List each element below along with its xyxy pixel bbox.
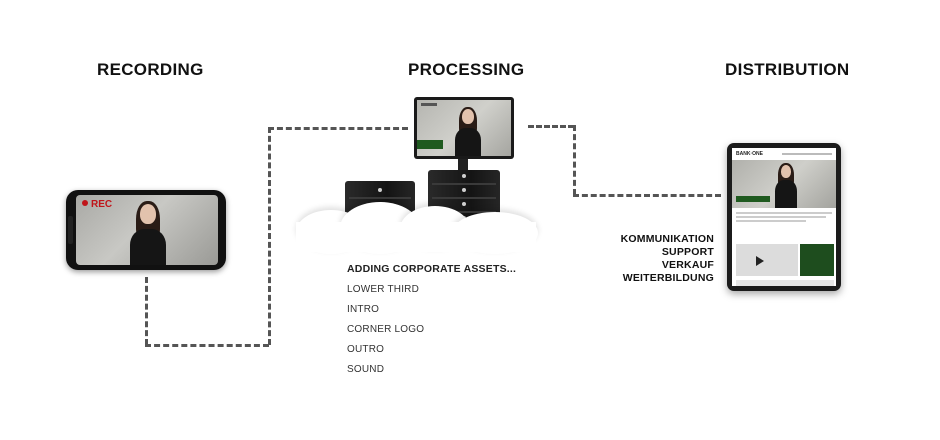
channel-item: KOMMUNIKATION <box>620 233 714 245</box>
asset-item: LOWER THIRD <box>347 284 420 295</box>
heading-recording: RECORDING <box>97 60 204 79</box>
corporate-assets-list: ADDING CORPORATE ASSETS... LOWER THIRD I… <box>347 263 516 383</box>
asset-item: CORNER LOGO <box>347 324 425 335</box>
tablet-device: BANK·ONE <box>727 143 841 291</box>
smartphone-recording: REC <box>66 190 226 270</box>
monitor-stand <box>458 159 468 173</box>
corner-logo-mark <box>421 103 437 106</box>
asset-item: SOUND <box>347 364 385 375</box>
lower-third-bar <box>417 140 443 149</box>
phone-notch <box>68 216 73 244</box>
monitor-preview <box>414 97 514 159</box>
channel-item: SUPPORT <box>661 246 714 258</box>
play-icon <box>756 256 764 266</box>
monitor-screen <box>417 100 511 156</box>
tablet-green-panel <box>800 244 834 276</box>
record-dot-icon <box>82 200 88 206</box>
heading-distribution: DISTRIBUTION <box>725 60 850 79</box>
phone-screen: REC <box>76 195 218 265</box>
rec-indicator: REC <box>82 199 112 210</box>
assets-list-title: ADDING CORPORATE ASSETS... <box>347 263 517 275</box>
channel-item: WEITERBILDUNG <box>622 272 714 284</box>
tablet-screen: BANK·ONE <box>732 148 836 286</box>
presenter-figure <box>128 199 168 265</box>
asset-item: INTRO <box>347 304 380 315</box>
asset-item: OUTRO <box>347 344 385 355</box>
tablet-video-thumb <box>736 244 798 276</box>
presenter-figure-monitor <box>454 106 482 156</box>
distribution-channels: KOMMUNIKATION SUPPORT VERKAUF WEITERBILD… <box>621 233 714 285</box>
tablet-nav-bar <box>782 153 832 155</box>
tablet-brand-logo: BANK·ONE <box>736 151 763 157</box>
channel-item: VERKAUF <box>661 259 714 271</box>
tablet-video-hero <box>732 160 836 208</box>
heading-processing: PROCESSING <box>408 60 525 79</box>
tablet-footer-row <box>736 280 834 286</box>
